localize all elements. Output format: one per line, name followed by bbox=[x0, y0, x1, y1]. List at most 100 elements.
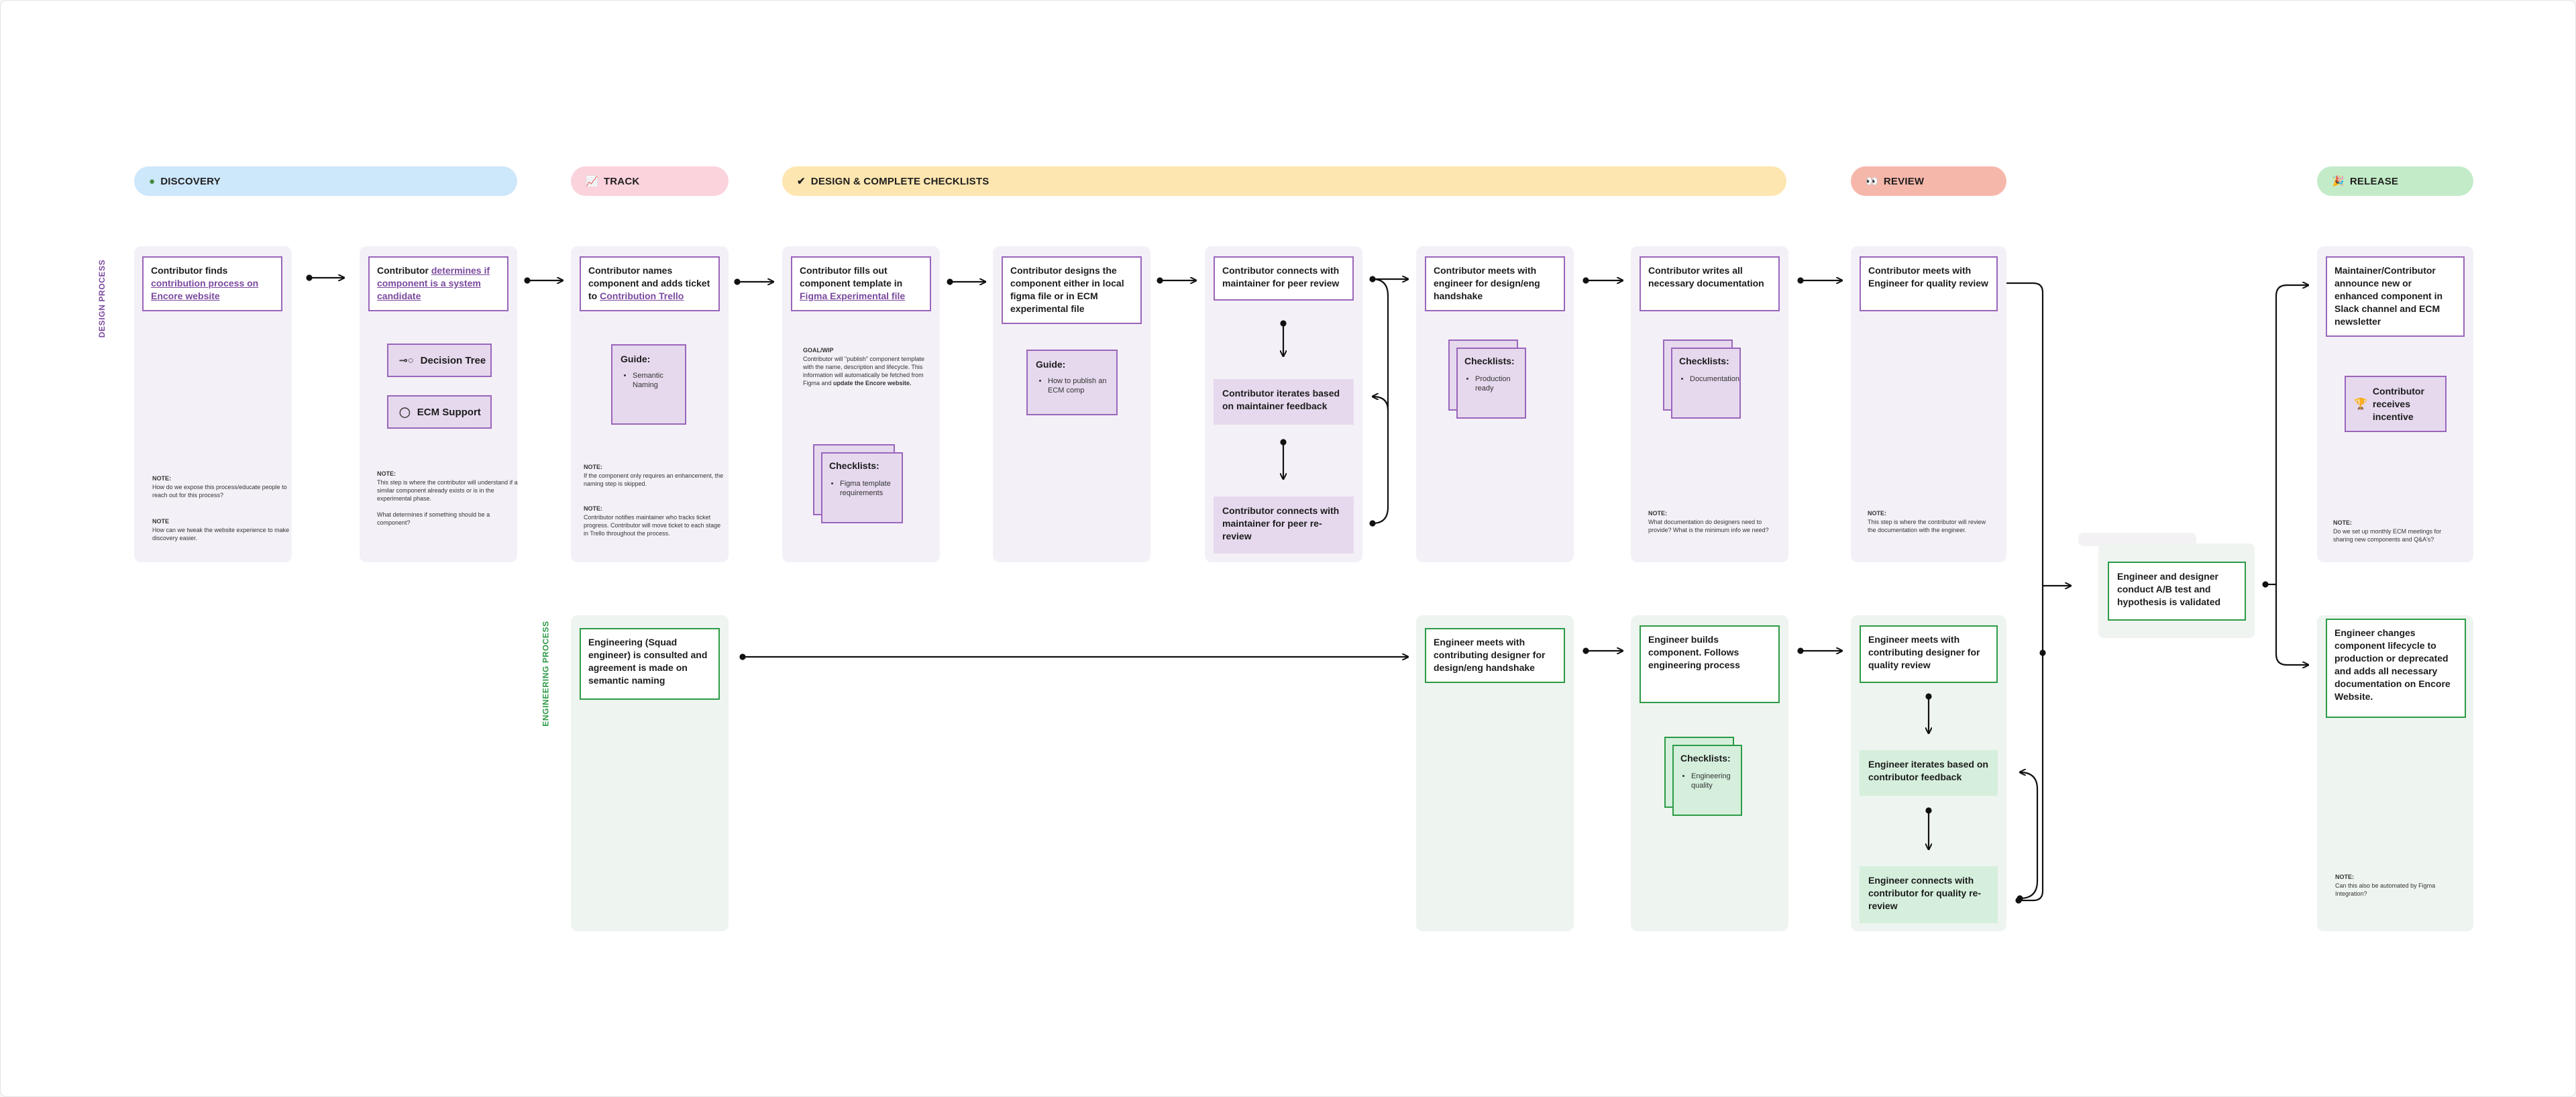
step-name-component[interactable]: Contributor names component and adds tic… bbox=[580, 256, 720, 311]
step-quality-review[interactable]: Contributor meets with Engineer for qual… bbox=[1860, 256, 1998, 311]
note-text: Do we set up monthly ECM meetings for sh… bbox=[2333, 528, 2442, 543]
connector bbox=[1369, 277, 1409, 282]
lane-label-engineering: ENGINEERING PROCESS bbox=[541, 621, 551, 727]
figma-experimental-link[interactable]: Figma Experimental file bbox=[800, 291, 906, 301]
phase-review: 👀REVIEW bbox=[1851, 166, 2006, 196]
note-track-2: NOTE:Contributor notifies maintainer who… bbox=[584, 505, 724, 537]
decision-tree-icon: ⊸○ bbox=[399, 355, 414, 366]
checklist-figma-template[interactable]: Checklists: Figma template requirements bbox=[813, 444, 904, 525]
note-discovery-2: NOTE How can we tweak the website experie… bbox=[152, 517, 293, 542]
step-eng-handshake[interactable]: Engineer meets with contributing designe… bbox=[1425, 628, 1565, 683]
connector bbox=[2262, 285, 2309, 665]
tool-label: Decision Tree bbox=[420, 354, 486, 366]
check-icon: ✔ bbox=[797, 176, 806, 187]
connector bbox=[306, 276, 345, 280]
system-candidate-link[interactable]: determines if component is a system cand… bbox=[377, 265, 490, 301]
checklist-engineering-quality[interactable]: Checklists: Engineering quality bbox=[1664, 737, 1743, 817]
contributor-incentive[interactable]: 🏆Contributor receives incentive bbox=[2345, 376, 2447, 432]
note-text: What documentation do designers need to … bbox=[1648, 519, 1769, 533]
tool-label: ECM Support bbox=[417, 406, 481, 418]
step-eng-semantic-naming[interactable]: Engineering (Squad engineer) is consulte… bbox=[580, 628, 720, 700]
step-design-eng-handshake[interactable]: Contributor meets with engineer for desi… bbox=[1425, 256, 1565, 311]
lane-label-design: DESIGN PROCESS bbox=[97, 259, 107, 338]
phase-label: REVIEW bbox=[1883, 175, 1925, 187]
checklist-item: Engineering quality bbox=[1691, 772, 1734, 790]
guide-item: How to publish an ECM comp bbox=[1048, 376, 1108, 395]
loop-connector bbox=[1369, 278, 1389, 527]
ecm-support-button[interactable]: ◯ECM Support bbox=[387, 395, 492, 429]
checklist-title: Checklists: bbox=[829, 460, 879, 471]
step-find-contribution-process[interactable]: Contributor finds contribution process o… bbox=[142, 256, 282, 311]
note-title: NOTE bbox=[152, 518, 170, 525]
guide-semantic-naming[interactable]: Guide: Semantic Naming bbox=[611, 344, 686, 425]
note-title: NOTE: bbox=[1648, 510, 1667, 517]
note-eng-release: NOTE:Can this also be automated by Figma… bbox=[2335, 873, 2456, 898]
card-text: Contributor connects with maintainer for… bbox=[1222, 265, 1340, 289]
guide-item: Semantic Naming bbox=[633, 371, 677, 390]
note-text: This step is where the contributor will … bbox=[1868, 519, 1986, 533]
card-text: Engineer changes component lifecycle to … bbox=[2334, 627, 2451, 702]
note-title: NOTE: bbox=[377, 470, 396, 477]
checklist-title: Checklists: bbox=[1680, 753, 1731, 764]
ab-test-shadow bbox=[2078, 533, 2196, 546]
connector bbox=[734, 280, 774, 284]
card-text: Contributor iterates based on maintainer… bbox=[1222, 388, 1340, 411]
card-text: Engineer builds component. Follows engin… bbox=[1648, 634, 1740, 670]
note-title: NOTE: bbox=[152, 475, 171, 482]
step-fill-template[interactable]: Contributor fills out component template… bbox=[791, 256, 931, 311]
card-text: Maintainer/Contributor announce new or e… bbox=[2334, 265, 2443, 327]
step-peer-review[interactable]: Contributor connects with maintainer for… bbox=[1214, 256, 1354, 301]
step-write-documentation[interactable]: Contributor writes all necessary documen… bbox=[1640, 256, 1780, 311]
step-eng-quality-review[interactable]: Engineer meets with contributing designe… bbox=[1860, 625, 1998, 683]
connector bbox=[1157, 278, 1197, 283]
guide-title: Guide: bbox=[621, 354, 651, 364]
loop-connector bbox=[2017, 772, 2039, 902]
note-candidate: NOTE:This step is where the contributor … bbox=[377, 470, 518, 527]
guide-title: Guide: bbox=[1036, 359, 1066, 370]
step-eng-re-review[interactable]: Engineer connects with contributor for q… bbox=[1860, 866, 1998, 923]
checklist-item: Figma template requirements bbox=[840, 479, 895, 498]
step-determine-candidate[interactable]: Contributor determines if component is a… bbox=[368, 256, 508, 311]
step-eng-iterate[interactable]: Engineer iterates based on contributor f… bbox=[1860, 750, 1998, 796]
note-emphasis: update the Encore website. bbox=[833, 380, 912, 386]
checklist-item: Production ready bbox=[1475, 374, 1518, 393]
globe-icon: ● bbox=[149, 175, 156, 187]
note-documentation: NOTE: What documentation do designers nee… bbox=[1648, 509, 1776, 534]
note-title: NOTE: bbox=[584, 464, 602, 470]
checklist-item: Documentation bbox=[1690, 374, 1739, 384]
note-text: Can this also be automated by Figma Inte… bbox=[2335, 882, 2436, 897]
checklist-documentation[interactable]: Checklists: Documentation bbox=[1663, 339, 1742, 420]
checklist-title: Checklists: bbox=[1679, 356, 1729, 366]
step-eng-lifecycle[interactable]: Engineer changes component lifecycle to … bbox=[2326, 619, 2466, 718]
contribution-process-link[interactable]: contribution process on Encore website bbox=[151, 278, 259, 301]
guide-publish-ecm[interactable]: Guide: How to publish an ECM comp bbox=[1026, 350, 1118, 415]
note-text: If the component only requires an enhanc… bbox=[584, 472, 724, 487]
step-announce-component[interactable]: Maintainer/Contributor announce new or e… bbox=[2326, 256, 2465, 337]
card-text: Engineer and designer conduct A/B test a… bbox=[2117, 571, 2221, 607]
card-text: Contributor bbox=[377, 265, 431, 276]
step-peer-re-review[interactable]: Contributor connects with maintainer for… bbox=[1214, 497, 1354, 554]
chart-icon: 📈 bbox=[586, 176, 598, 187]
phase-label: DISCOVERY bbox=[160, 175, 221, 187]
trophy-icon: 🏆 bbox=[2354, 399, 2367, 410]
note-title: NOTE: bbox=[2333, 519, 2352, 526]
note-text: What determines if something should be a… bbox=[377, 511, 490, 526]
step-design-component[interactable]: Contributor designs the component either… bbox=[1002, 256, 1142, 324]
phase-design: ✔ DESIGN & COMPLETE CHECKLISTS bbox=[782, 166, 1786, 196]
note-release: NOTE: Do we set up monthly ECM meetings f… bbox=[2333, 519, 2461, 543]
note-text: How can we tweak the website experience … bbox=[152, 527, 290, 541]
connector bbox=[947, 280, 986, 284]
card-text: Engineer connects with contributor for q… bbox=[1868, 875, 1981, 911]
card-text: Contributor meets with Engineer for qual… bbox=[1868, 265, 1988, 289]
card-text: Contributor designs the component either… bbox=[1010, 265, 1124, 314]
note-track-1: NOTE: If the component only requires an e… bbox=[584, 463, 724, 488]
step-eng-build[interactable]: Engineer builds component. Follows engin… bbox=[1640, 625, 1780, 703]
decision-tree-button[interactable]: ⊸○ Decision Tree bbox=[387, 344, 492, 377]
contribution-trello-link[interactable]: Contribution Trello bbox=[600, 291, 684, 301]
step-ab-test[interactable]: Engineer and designer conduct A/B test a… bbox=[2108, 562, 2246, 621]
checklist-production-ready[interactable]: Checklists:Production ready bbox=[1448, 339, 1527, 420]
phase-discovery: ● DISCOVERY bbox=[134, 166, 517, 196]
card-text: Contributor names component and adds tic… bbox=[588, 265, 710, 301]
step-iterate-feedback[interactable]: Contributor iterates based on maintainer… bbox=[1214, 379, 1354, 425]
phase-label: DESIGN & COMPLETE CHECKLISTS bbox=[810, 175, 989, 187]
